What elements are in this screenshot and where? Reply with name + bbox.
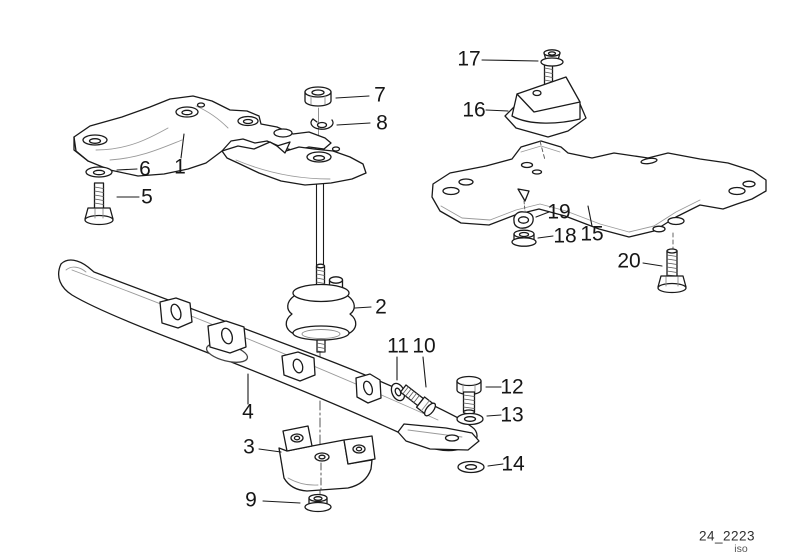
- callout-12[interactable]: 12: [500, 375, 524, 399]
- callout-16[interactable]: 16: [462, 98, 486, 122]
- part-12-bolt-icon: [456, 375, 482, 415]
- part-17-flange-nut-icon: [540, 49, 564, 67]
- callout-7[interactable]: 7: [374, 83, 386, 107]
- part-5-bolt-icon: [84, 182, 114, 226]
- part-7-nut-icon: [304, 86, 332, 107]
- callout-13[interactable]: 13: [500, 403, 524, 427]
- part-2-rubber-mounting-icon: [285, 263, 357, 353]
- part-20-bolt-icon: [657, 248, 687, 294]
- callout-15[interactable]: 15: [580, 222, 604, 246]
- part-1-support-bracket-icon: [73, 95, 367, 186]
- callout-4[interactable]: 4: [242, 400, 254, 424]
- part-18-flange-nut-icon: [511, 229, 537, 247]
- callout-18[interactable]: 18: [553, 224, 577, 248]
- leader-lines: [116, 59, 663, 504]
- callout-11[interactable]: 11: [387, 334, 409, 358]
- dash-line-mount16: [539, 140, 546, 161]
- callout-6[interactable]: 6: [139, 157, 151, 181]
- part-14-washer-icon: [457, 460, 485, 474]
- part-16-gearbox-mounting-icon: [504, 63, 587, 138]
- part-10-bolt-icon: [399, 384, 437, 417]
- dash-line-washer19: [523, 200, 526, 212]
- callout-17[interactable]: 17: [457, 47, 481, 71]
- callout-8[interactable]: 8: [376, 111, 388, 135]
- part-19-lock-washer-icon: [513, 211, 534, 229]
- drawing-code: 24_2223: [698, 528, 756, 544]
- callout-1[interactable]: 1: [174, 155, 186, 179]
- part-6-washer-icon: [85, 166, 113, 178]
- callout-10[interactable]: 10: [412, 334, 436, 358]
- part-8-lock-washer-icon: [310, 118, 334, 130]
- part-13-washer-icon: [456, 412, 484, 426]
- callout-9[interactable]: 9: [245, 488, 257, 512]
- callout-2[interactable]: 2: [375, 295, 387, 319]
- callout-3[interactable]: 3: [243, 435, 255, 459]
- callout-14[interactable]: 14: [501, 452, 525, 476]
- callout-5[interactable]: 5: [141, 185, 153, 209]
- callout-19[interactable]: 19: [547, 200, 571, 224]
- part-3-clamp-bracket-icon: [278, 425, 376, 492]
- part-15-crossmember-icon: [431, 140, 767, 238]
- part-9-flange-nut-icon: [304, 493, 332, 513]
- drawing-projection-label: iso: [734, 543, 748, 555]
- part-4-cross-brace-icon: [57, 259, 480, 452]
- callout-20[interactable]: 20: [617, 249, 641, 273]
